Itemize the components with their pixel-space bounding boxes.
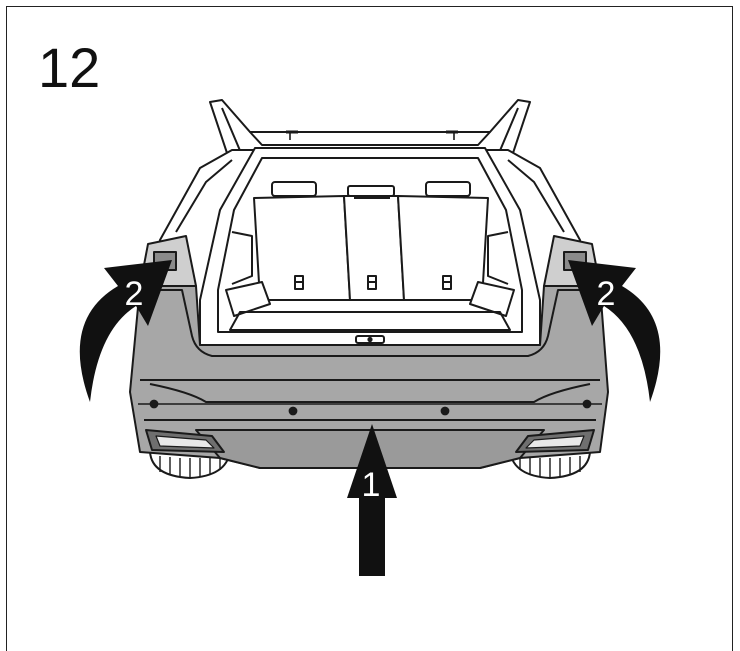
pull-arrow-left: 2 bbox=[79, 260, 172, 402]
push-arrow: 1 bbox=[347, 424, 397, 576]
tyres bbox=[148, 451, 592, 480]
pull-arrow-right: 2 bbox=[568, 260, 661, 402]
trunk-opening bbox=[199, 147, 541, 346]
callout-2-right: 2 bbox=[597, 275, 616, 313]
figure-frame bbox=[6, 6, 733, 651]
callout-1: 1 bbox=[362, 466, 381, 504]
step-number: 12 bbox=[38, 36, 101, 99]
callout-2-left: 2 bbox=[125, 275, 144, 313]
